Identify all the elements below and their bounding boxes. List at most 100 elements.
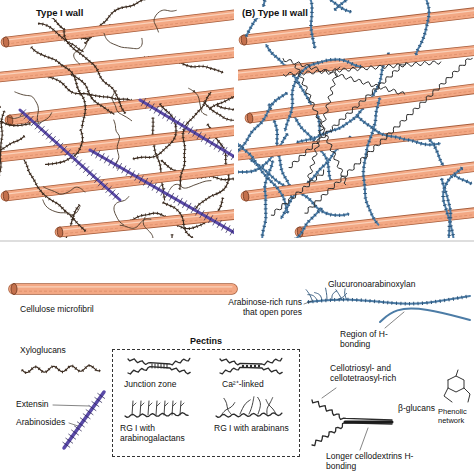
microfibril-outline (6, 14, 234, 42)
arabinoside-tick (74, 426, 81, 431)
junction-bond (155, 364, 156, 368)
arabinose-branches (238, 93, 287, 174)
arabinoside-tick (106, 187, 111, 193)
callout-label: Arabinosides (16, 418, 70, 428)
microfibril-chain (244, 14, 474, 42)
part-label: RG I with arabinogalactans (120, 424, 202, 444)
arabinoside-tick (174, 196, 178, 203)
arabinoside-tick (69, 153, 74, 159)
arabinose-branches (416, 0, 429, 54)
arabinogalactan-branch (149, 403, 152, 406)
phenolic-link (444, 388, 452, 402)
arabinose-branches (363, 98, 379, 224)
arabinoside-tick (230, 228, 234, 235)
arabinose-run (336, 290, 342, 300)
pectin-curl (112, 91, 131, 121)
arabinoside-tick (184, 124, 188, 131)
arabinoside-tick (102, 183, 107, 189)
beta-glucan-strand (284, 61, 441, 76)
pectin-curl (104, 33, 142, 48)
arabinoside-tick (65, 150, 70, 156)
part-label: Xyloglucans (20, 346, 90, 356)
arabinoside-tick (86, 410, 93, 415)
arabinoside-tick (189, 127, 193, 134)
pectin-curl (154, 10, 176, 32)
cellulose-microfibril (6, 168, 234, 196)
beta-glucan-strand (271, 170, 323, 215)
part-label: Phenolic network (438, 408, 472, 425)
arabinoside-tick (24, 113, 29, 119)
arabinoside-tick (77, 422, 84, 427)
arabinoside-tick (226, 226, 230, 233)
arabinoside-tick (154, 106, 158, 113)
glucuronoarabinoxylan-strand (416, 0, 429, 54)
arabinoside-tick (113, 161, 117, 168)
microfibril-highlight (60, 212, 234, 230)
group-heading: Pectins (113, 336, 299, 346)
phenolic-link (464, 388, 470, 402)
arabinoside-tick (163, 111, 167, 118)
arabinose-branches (271, 209, 322, 238)
leader-line (385, 312, 404, 328)
arabinoside-tick (76, 160, 81, 166)
arabinoside-tick (66, 438, 73, 443)
junction-bond (167, 364, 168, 368)
arabinoside-tick (210, 140, 214, 147)
cellulose-microfibril (250, 88, 474, 118)
arabinan-chain (258, 397, 261, 414)
glucuronoarabinoxylan-strand (380, 309, 470, 322)
arabinoside-tick (72, 157, 77, 163)
xyloglucan-strand (22, 366, 100, 373)
xyloglucan-strand (64, 29, 125, 113)
xyloglucan-branches (24, 160, 85, 231)
arabinoside-tick (35, 123, 40, 129)
arabinoside-tick (213, 218, 217, 225)
arabinoside-tick (170, 193, 174, 200)
arabinoside-tick (139, 176, 143, 183)
arabinogalactan-chain (140, 401, 141, 415)
xyloglucan-branches (0, 118, 30, 137)
calcium-ion (246, 365, 248, 367)
junction-bond (164, 364, 165, 368)
arabinoside-tick (196, 208, 200, 215)
wall-panel: Type I wall (0, 0, 234, 238)
pectin-curl (120, 219, 151, 228)
arabinoside-tick (98, 393, 105, 398)
arabinoside-tick (180, 122, 184, 129)
pectin-curl (143, 217, 153, 238)
phenolic-ring (448, 376, 464, 392)
microfibril-highlight (238, 126, 474, 154)
junction-bond (158, 364, 159, 368)
arabinoside-tick (100, 153, 104, 160)
arabinoside-tick (222, 223, 226, 230)
arabinose-branches (335, 0, 434, 10)
arabinoside-tick (171, 117, 175, 124)
arabinoside-tick (109, 158, 113, 165)
arabinoside-tick (87, 170, 92, 176)
xyloglucan-strand (147, 235, 172, 238)
microfibril-chain (6, 170, 234, 198)
part-label: Cellulose microfibril (20, 305, 140, 315)
arabinoside-tick (95, 398, 102, 403)
arabinoside-tick (96, 151, 100, 158)
glucuronoarabinoxylan-strand (262, 161, 272, 237)
arabinogalactan-branch (181, 403, 184, 406)
leader-line (304, 301, 312, 304)
arabinose-branches (443, 168, 462, 238)
arabinoside-tick (57, 143, 62, 149)
xyloglucan-strand (0, 111, 4, 176)
arabinoside-tick (141, 99, 145, 106)
microfibril-end (247, 113, 254, 124)
pectin-curl (114, 120, 120, 168)
calcium-ion (250, 365, 252, 367)
cellulose-microfibril (0, 52, 234, 78)
arabinoside-tick (165, 191, 169, 198)
microfibril-end (243, 191, 250, 202)
arabinoside-tick (201, 135, 205, 142)
panel-separator (0, 241, 474, 242)
arabinoside-tick (187, 203, 191, 210)
arabinoside-tick (20, 110, 25, 116)
arabinoside-tick (104, 156, 108, 163)
microfibril-outline (14, 283, 232, 295)
